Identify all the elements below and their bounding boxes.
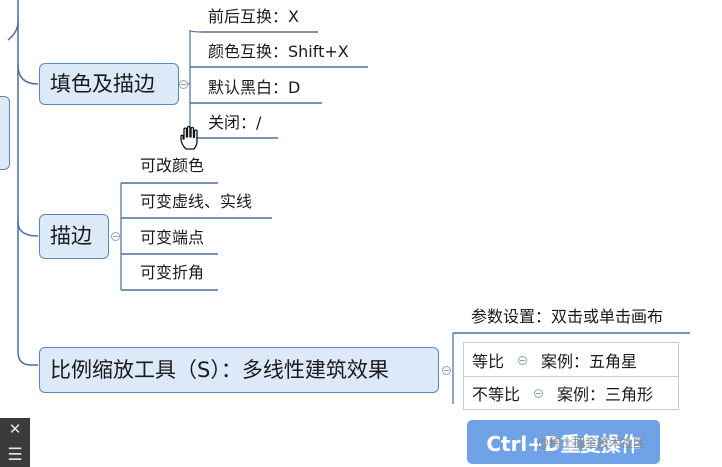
collapsed-topic-edge[interactable] [0,96,10,170]
ctrl-d-repeat-button[interactable]: Ctrl+D重复操作 [467,420,660,464]
collapse-toggle-icon[interactable] [534,388,544,398]
subtopic-params[interactable]: 参数设置：双击或单击画布 [471,307,664,326]
subtopic-uniform[interactable]: 等比 案例：五角星 [463,342,679,378]
topic-scale-tool[interactable]: 比例缩放工具（S）：多线性建筑效果 [39,347,439,393]
hand-cursor-icon [180,125,198,150]
subtopic-join[interactable]: 可变折角 [140,263,205,282]
ctrl-d-repeat-label: Ctrl+D重复操作 [486,431,641,456]
watermark: @稀土掘金技术社区 [537,436,646,450]
subtopic-non-uniform[interactable]: 不等比 案例：三角形 [463,376,679,410]
topic-fill-stroke-label: 填色及描边 [50,71,155,96]
collapse-toggle-icon[interactable] [111,232,120,241]
collapse-toggle-icon[interactable] [518,355,528,365]
close-icon[interactable]: ✕ [8,420,22,438]
subtopic-cap[interactable]: 可变端点 [140,228,205,247]
subtopic-default-black-white[interactable]: 默认黑白：D [208,78,301,97]
subtopic-swap-colors[interactable]: 颜色互换：Shift+X [208,42,349,61]
subtopic-swap[interactable]: 前后互换：X [208,7,299,26]
overlay-controls: ✕ ☰ [0,418,30,467]
topic-stroke[interactable]: 描边 [39,214,109,259]
subtopic-change-color[interactable]: 可改颜色 [140,156,205,175]
collapse-toggle-icon[interactable] [179,80,188,89]
subtopic-uniform-label: 等比 [472,352,505,371]
collapse-toggle-icon[interactable] [442,366,451,375]
subtopic-disable[interactable]: 关闭：/ [208,113,262,132]
topic-scale-tool-label: 比例缩放工具（S）：多线性建筑效果 [50,357,389,382]
topic-stroke-label: 描边 [50,224,92,248]
topic-fill-stroke[interactable]: 填色及描边 [39,63,179,105]
subtopic-dash-solid[interactable]: 可变虚线、实线 [140,192,253,211]
example-triangle[interactable]: 案例：三角形 [557,385,654,404]
example-star[interactable]: 案例：五角星 [541,352,638,371]
subtopic-non-uniform-label: 不等比 [472,385,521,404]
menu-icon[interactable]: ☰ [7,444,23,465]
